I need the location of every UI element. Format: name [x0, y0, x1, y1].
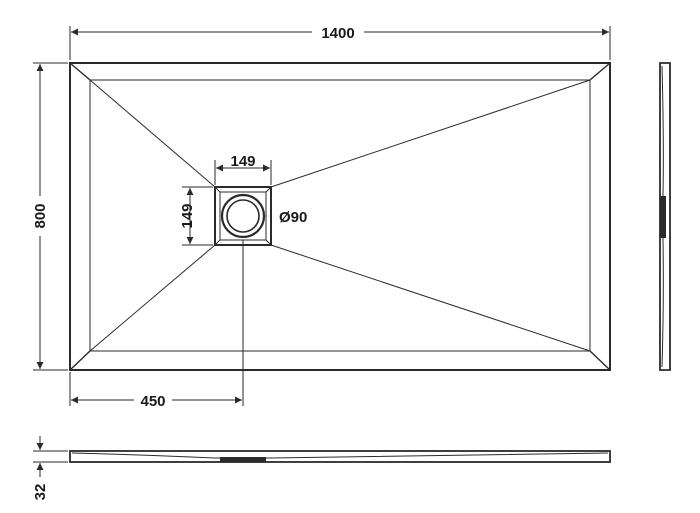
waste-offset-label: 450 [140, 393, 165, 410]
fall-line-bottom-right [270, 244, 591, 352]
front-elevation-waste [220, 457, 266, 462]
fall-line-bottom-left [89, 244, 216, 352]
tray-inner-outline [89, 79, 591, 352]
tray-height-label: 32 [32, 484, 49, 501]
front-elevation-view [69, 450, 611, 463]
height-dimension [33, 436, 68, 477]
plan-view [69, 62, 611, 371]
tray-outer-outline [69, 62, 611, 371]
waste-grate [214, 186, 272, 246]
waste-outlet-outer-ring [220, 193, 266, 239]
waste-corner-br [265, 239, 272, 246]
waste-corner-bl [214, 239, 221, 246]
bevel-line-bottom-left [69, 350, 91, 371]
waste-depth-label: 149 [179, 203, 196, 228]
front-elevation-fall-line [71, 452, 609, 459]
waste-width-label: 149 [230, 153, 255, 170]
bevel-line-top-right [589, 62, 611, 81]
end-elevation-view [659, 62, 671, 371]
bevel-line-top-left [69, 62, 91, 81]
waste-corner-tr [265, 186, 272, 193]
overall-depth-label: 800 [32, 203, 49, 228]
end-elevation-outline [659, 62, 671, 371]
fall-line-top-left [89, 79, 216, 188]
waste-outlet-inner-ring [226, 199, 260, 233]
overall-width-label: 1400 [321, 25, 354, 42]
front-elevation-outline [69, 450, 611, 463]
bevel-line-bottom-right [589, 350, 611, 371]
fall-line-top-right [270, 79, 591, 188]
end-elevation-waste [660, 196, 666, 238]
plan-dimensions [33, 26, 611, 406]
waste-diameter-label: Ø90 [279, 209, 307, 226]
waste-corner-tl [214, 186, 221, 193]
